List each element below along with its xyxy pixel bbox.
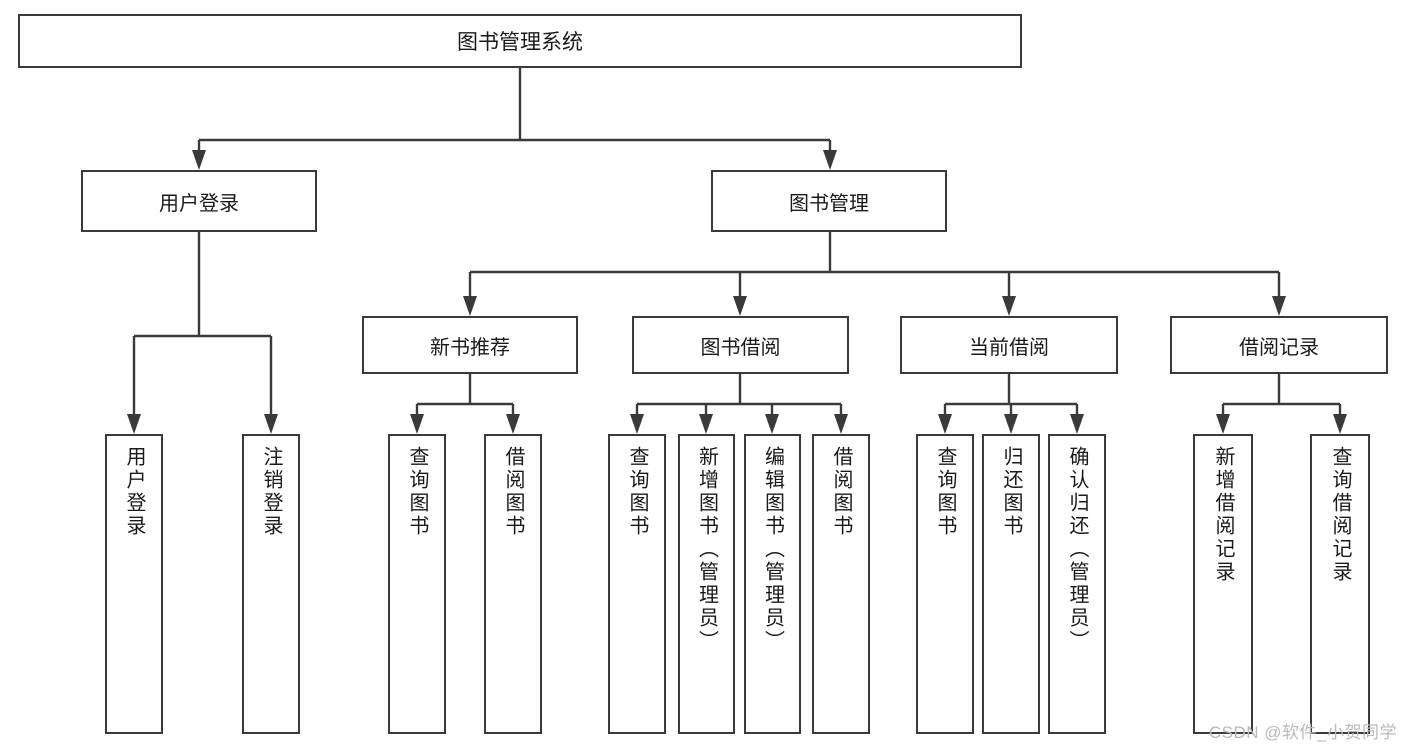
arrow-current-borrow: [1002, 296, 1016, 316]
node-user-login-leaf[interactable]: 用户登录: [105, 434, 163, 734]
node-confirm-return-admin-label: 确认归还（管理员）: [1066, 446, 1088, 653]
arrow-user-login: [192, 150, 206, 170]
node-book-borrow-label: 图书借阅: [700, 336, 781, 359]
node-add-book-admin[interactable]: 新增图书（管理员）: [678, 434, 735, 734]
node-borrow-record-label: 借阅记录: [1239, 336, 1319, 359]
node-user-login[interactable]: 用户登录: [81, 170, 317, 232]
node-new-book-recommend-label: 新书推荐: [430, 336, 510, 359]
node-edit-book-admin-label: 编辑图书（管理员）: [761, 446, 784, 653]
arrow-borrow-record-leaf2: [1333, 414, 1347, 434]
arrow-book-borrow-leaf1: [630, 414, 644, 434]
node-add-borrow-record[interactable]: 新增借阅记录: [1193, 434, 1253, 734]
node-edit-book-admin[interactable]: 编辑图书（管理员）: [744, 434, 801, 734]
arrow-book-borrow-leaf4: [834, 414, 848, 434]
node-add-borrow-record-label: 新增借阅记录: [1212, 446, 1234, 584]
node-confirm-return-admin[interactable]: 确认归还（管理员）: [1048, 434, 1106, 734]
arrow-book-borrow-leaf3: [765, 414, 779, 434]
arrow-new-book-leaf2: [506, 414, 520, 434]
arrow-user-login-leaf2: [264, 414, 278, 434]
node-query-book-2-label: 查询图书: [626, 446, 648, 538]
node-current-borrow[interactable]: 当前借阅: [900, 316, 1118, 374]
node-user-login-leaf-label: 用户登录: [123, 446, 145, 538]
node-borrow-book-1[interactable]: 借阅图书: [484, 434, 542, 734]
node-book-management[interactable]: 图书管理: [711, 170, 947, 232]
node-new-book-recommend[interactable]: 新书推荐: [362, 316, 578, 374]
node-current-borrow-label: 当前借阅: [969, 336, 1049, 359]
arrow-borrow-record-leaf1: [1216, 414, 1230, 434]
arrow-book-borrow: [733, 296, 747, 316]
arrow-new-book-leaf1: [410, 414, 424, 434]
node-query-borrow-record[interactable]: 查询借阅记录: [1310, 434, 1370, 734]
node-root-system[interactable]: 图书管理系统: [18, 14, 1022, 68]
arrow-user-login-leaf1: [127, 414, 141, 434]
node-query-book-3-label: 查询图书: [934, 446, 956, 538]
arrow-current-borrow-leaf2: [1004, 414, 1018, 434]
node-query-book-2[interactable]: 查询图书: [608, 434, 666, 734]
arrow-new-book: [463, 296, 477, 316]
node-borrow-book-2-label: 借阅图书: [830, 446, 852, 538]
node-return-book[interactable]: 归还图书: [982, 434, 1040, 734]
node-add-book-admin-label: 新增图书（管理员）: [695, 446, 718, 653]
node-user-login-label: 用户登录: [159, 192, 239, 215]
node-borrow-book-1-label: 借阅图书: [502, 446, 524, 538]
watermark-text: CSDN @软件_小贺同学: [1208, 723, 1397, 742]
node-logout-leaf[interactable]: 注销登录: [242, 434, 300, 734]
node-root-label: 图书管理系统: [457, 31, 583, 54]
node-borrow-book-2[interactable]: 借阅图书: [812, 434, 870, 734]
arrow-borrow-record: [1272, 296, 1286, 316]
node-book-borrow[interactable]: 图书借阅: [632, 316, 849, 374]
node-logout-leaf-label: 注销登录: [260, 446, 282, 538]
node-query-book-1[interactable]: 查询图书: [388, 434, 446, 734]
arrow-book-borrow-leaf2: [699, 414, 713, 434]
node-return-book-label: 归还图书: [1000, 446, 1022, 538]
node-borrow-record[interactable]: 借阅记录: [1170, 316, 1388, 374]
node-query-book-1-label: 查询图书: [406, 446, 428, 538]
node-query-book-3[interactable]: 查询图书: [916, 434, 974, 734]
node-book-management-label: 图书管理: [789, 192, 869, 215]
arrow-current-borrow-leaf1: [938, 414, 952, 434]
node-query-borrow-record-label: 查询借阅记录: [1329, 446, 1351, 584]
arrow-book-management: [823, 150, 837, 170]
arrow-current-borrow-leaf3: [1070, 414, 1084, 434]
